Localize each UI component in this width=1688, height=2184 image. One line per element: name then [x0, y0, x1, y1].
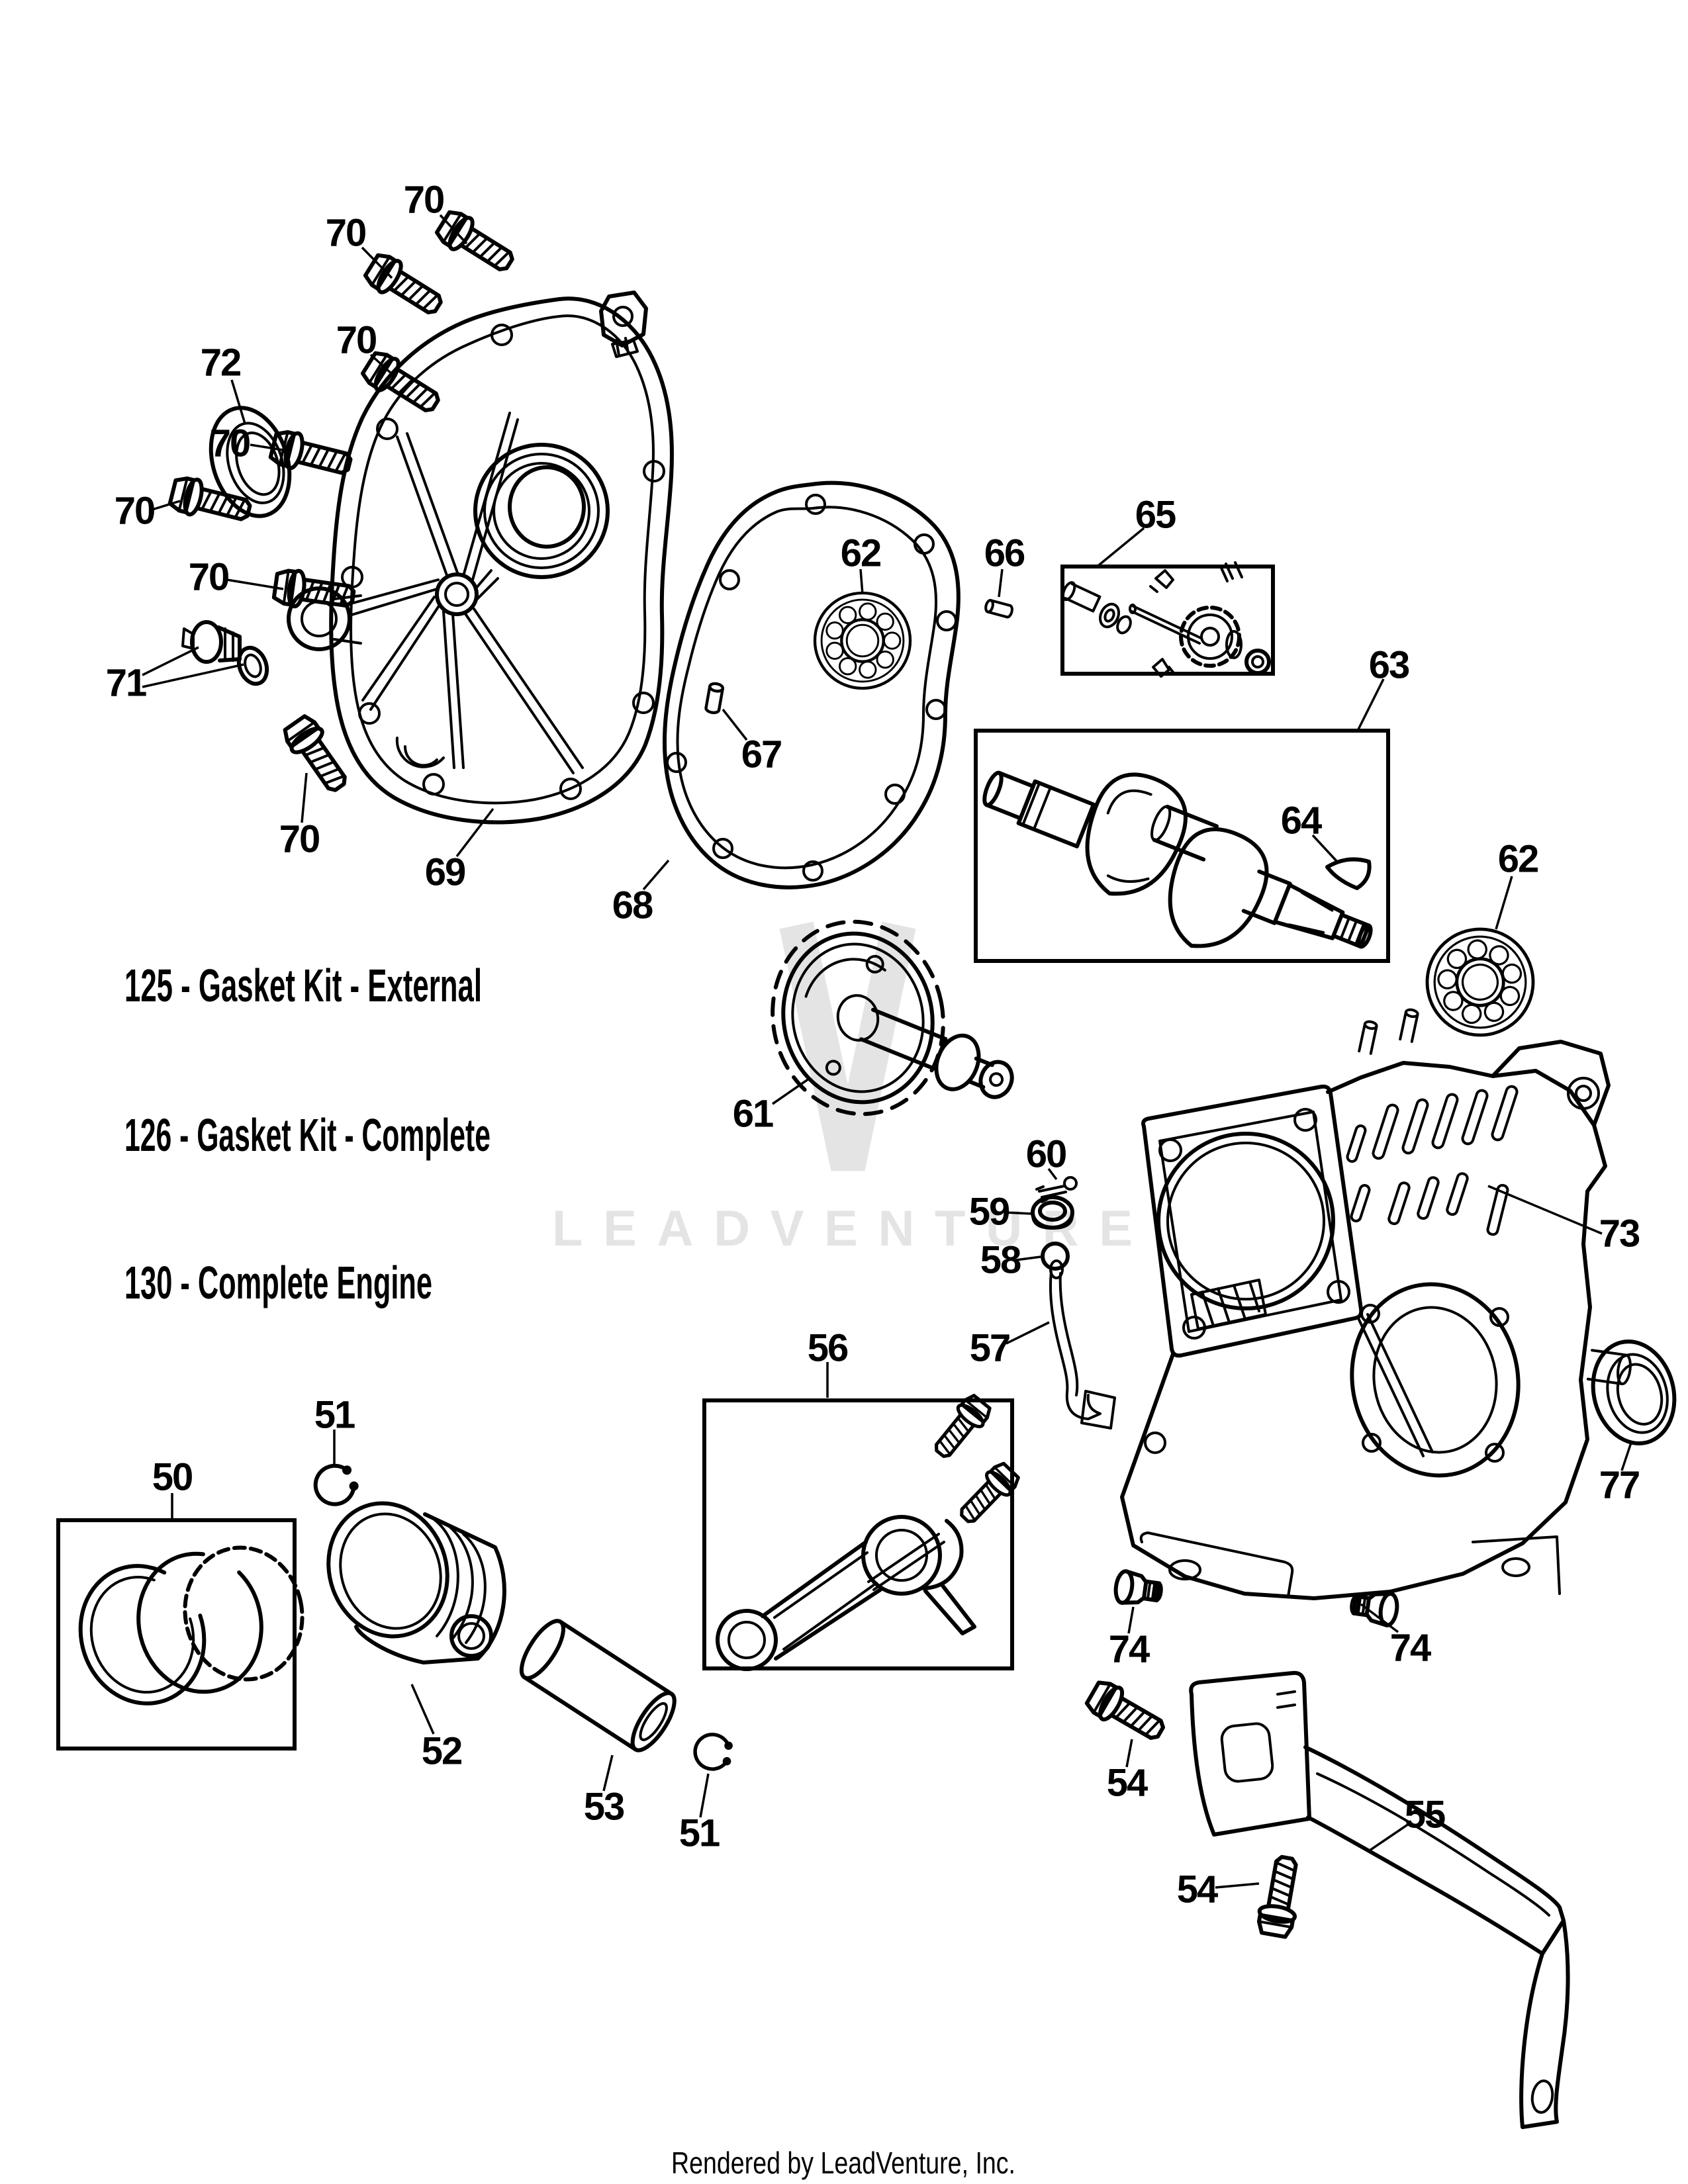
callout-62: 62 [1498, 838, 1538, 881]
callout-70: 70 [210, 422, 250, 465]
callout-74: 74 [1109, 1628, 1150, 1671]
piston [326, 1501, 506, 1664]
oil-seal-72 [209, 406, 292, 518]
dowel-pin-66 [983, 598, 1015, 619]
crankcase-cover [287, 291, 674, 825]
footer-credit: Rendered by LeadVenture, Inc. [671, 2146, 1015, 2180]
connecting-rod-box [702, 1398, 1014, 1670]
connecting-rod [716, 1392, 1022, 1671]
governor-oring [1041, 1242, 1070, 1271]
ball-bearing-left [815, 593, 910, 688]
callout-70: 70 [189, 556, 229, 599]
heat-shield [1189, 1670, 1570, 2129]
callout-74: 74 [1390, 1627, 1431, 1670]
part-callouts: 70 70 70 70 70 70 70 72 71 69 68 62 66 6… [106, 179, 1641, 1911]
piston-ring-set-box [56, 1518, 297, 1751]
callout-73: 73 [1599, 1212, 1640, 1255]
callout-51: 51 [314, 1394, 355, 1437]
governor-rod [1049, 1259, 1116, 1430]
crankshaft-oil-seal [1591, 1340, 1677, 1445]
callout-66: 66 [984, 532, 1025, 575]
cylinder-block [1120, 1008, 1632, 1600]
crankshaft-box [974, 729, 1390, 963]
callout-52: 52 [422, 1730, 462, 1773]
callout-62: 62 [841, 532, 881, 575]
oil-plug-71 [181, 620, 269, 686]
shield-bolt-lower [1256, 1855, 1305, 1938]
shield-bolt-upper [1084, 1678, 1169, 1748]
callout-72: 72 [201, 341, 241, 385]
crankcase-gasket [662, 480, 961, 889]
callout-69: 69 [425, 851, 465, 894]
piston-pin-clip-lower [691, 1731, 735, 1774]
leadventure-watermark: LEADVENTURE [552, 921, 1133, 1257]
oil-drain-plug-left [1114, 1570, 1164, 1608]
callout-70: 70 [279, 818, 320, 861]
callout-63: 63 [1369, 644, 1409, 687]
callout-65: 65 [1135, 494, 1176, 537]
governor-kit-box [1060, 565, 1275, 676]
callout-70: 70 [326, 212, 366, 255]
callout-57: 57 [970, 1327, 1010, 1370]
callout-70: 70 [336, 319, 377, 362]
ball-bearing-right [1415, 917, 1545, 1047]
callout-77: 77 [1599, 1464, 1640, 1507]
crankshaft-key [1325, 857, 1372, 890]
callout-54: 54 [1107, 1762, 1148, 1805]
callout-61: 61 [733, 1093, 773, 1136]
piston-rings [78, 1545, 305, 1706]
camshaft [771, 919, 1014, 1116]
governor-cotter-pin [1035, 1176, 1078, 1203]
callout-53: 53 [584, 1786, 624, 1829]
dowel-pin-67 [706, 683, 724, 714]
callout-51: 51 [679, 1812, 720, 1855]
cover-bolts-70 [169, 207, 519, 797]
callout-70: 70 [115, 490, 155, 533]
callout-55: 55 [1405, 1794, 1445, 1837]
note-gasket-kit-external: 125 - Gasket Kit - External [124, 960, 482, 1011]
callout-70: 70 [404, 179, 444, 222]
leadventure-v-logo [779, 921, 916, 1171]
piston-pin-clip-upper [311, 1461, 360, 1508]
governor-kit-parts [1061, 561, 1271, 678]
note-complete-engine: 130 - Complete Engine [124, 1257, 432, 1308]
piston-pin [519, 1619, 677, 1752]
callout-64: 64 [1281, 799, 1322, 842]
callout-71: 71 [106, 662, 146, 705]
callout-67: 67 [741, 733, 782, 776]
crankshaft [982, 770, 1373, 949]
governor-washer [1031, 1195, 1074, 1230]
callout-56: 56 [808, 1327, 848, 1370]
callout-60: 60 [1026, 1133, 1066, 1176]
callout-50: 50 [152, 1456, 193, 1499]
callout-68: 68 [612, 884, 653, 927]
note-gasket-kit-complete: 126 - Gasket Kit - Complete [124, 1109, 491, 1161]
callout-59: 59 [969, 1191, 1009, 1234]
callout-58: 58 [980, 1239, 1021, 1282]
callout-54: 54 [1177, 1868, 1218, 1911]
leader-lines [142, 214, 1632, 1889]
kit-notes: 125 - Gasket Kit - External 126 - Gasket… [124, 960, 491, 1308]
